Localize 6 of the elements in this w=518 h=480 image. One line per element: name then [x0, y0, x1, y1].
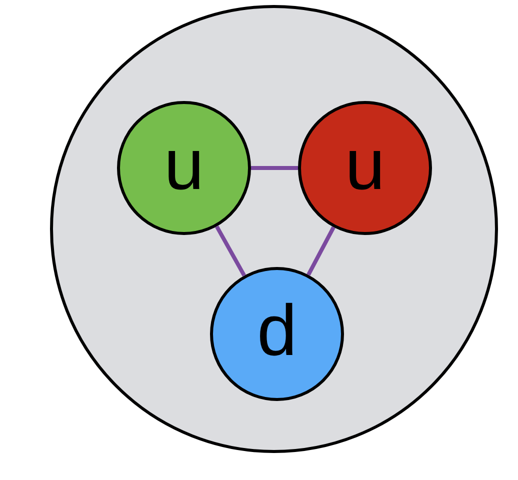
node-label: u	[344, 129, 386, 202]
connector-line	[306, 226, 336, 276]
node-label: u	[164, 129, 204, 202]
connector-line	[251, 166, 298, 170]
connector-line	[215, 225, 246, 277]
node-label: d	[256, 295, 298, 368]
